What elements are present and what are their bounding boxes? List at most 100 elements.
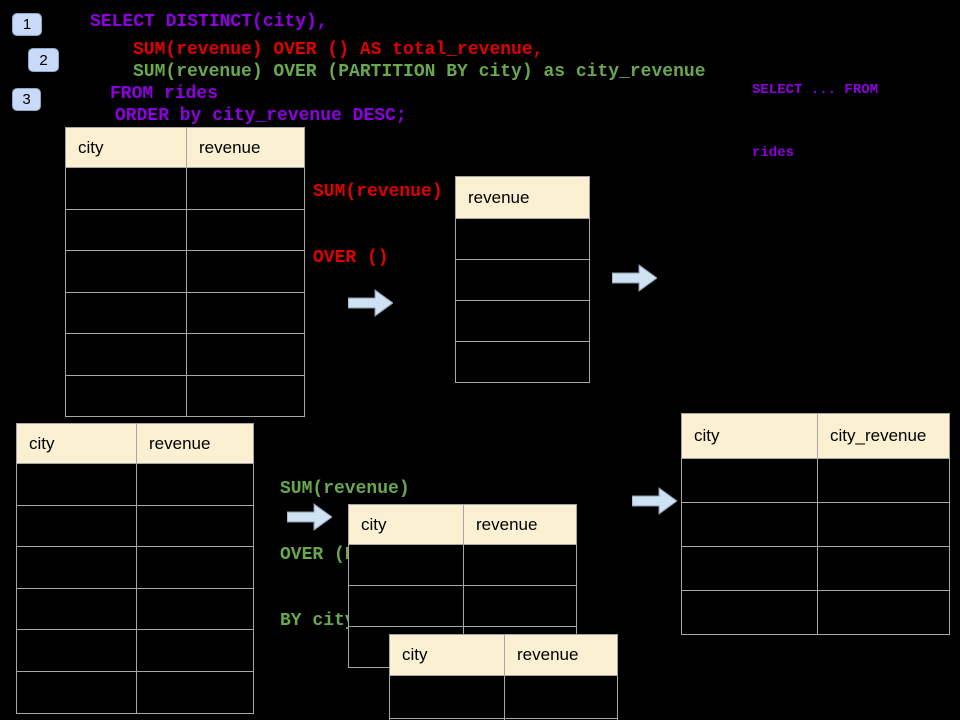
table-row [681,458,950,503]
table-header-row: city revenue [65,127,305,168]
table-cell-empty [348,544,464,586]
table-row [455,341,590,383]
table-row [348,544,577,586]
table-cell-empty [16,463,137,506]
step-badge-3: 3 [12,88,41,111]
table-cell-empty [16,587,137,631]
table-cell-empty [348,585,464,627]
arrow-total-output [612,264,657,292]
table-row [65,167,305,210]
table-row [389,718,618,720]
table-cell-empty [136,670,254,714]
table-cell-empty [186,374,305,417]
table-row [348,585,577,627]
table-cell-empty [186,167,305,210]
arrow-source-to-total [348,289,393,317]
table-cell-empty [16,670,137,714]
table-cell-empty [136,587,254,631]
column-header-city: city [65,127,187,168]
column-header-revenue: revenue [504,634,618,676]
sql-line-total-revenue: SUM(revenue) OVER () AS total_revenue, [133,40,544,60]
table-row [65,374,305,417]
table-city-result: city city_revenue [681,413,950,635]
table-row [681,502,950,547]
table-row [389,675,618,719]
table-source-top: city revenue [65,127,305,417]
table-row [65,208,305,251]
table-cell-empty [65,167,187,210]
column-header-city-revenue: city_revenue [817,413,950,459]
table-row [455,259,590,301]
arrow-right-icon [612,264,657,292]
arrow-right-icon [287,503,332,531]
column-header-revenue: revenue [136,423,254,464]
sql-line-order-by: ORDER by city_revenue DESC; [115,106,407,126]
table-cell-empty [186,208,305,251]
table-cell-empty [455,341,590,383]
table-cell-empty [681,502,818,547]
table-header-row: city revenue [348,504,577,545]
table-source-bottom: city revenue [16,423,254,714]
table-cell-empty [186,333,305,376]
table-cell-empty [186,291,305,334]
step-badge-2: 2 [28,48,59,72]
table-cell-empty [681,458,818,503]
column-header-revenue: revenue [186,127,305,168]
table-cell-empty [65,291,187,334]
arrow-right-icon [348,289,393,317]
table-cell-empty [389,675,505,719]
column-header-city: city [348,504,464,545]
side-sql-line-2: rides [752,145,795,161]
table-row [681,590,950,635]
column-header-revenue: revenue [463,504,577,545]
table-cell-empty [681,590,818,635]
table-row [16,504,254,548]
annotation-total-line-2: OVER () [313,248,389,268]
table-row [16,463,254,506]
table-cell-empty [65,250,187,293]
column-header-revenue: revenue [455,176,590,219]
table-row [65,333,305,376]
table-cell-empty [681,546,818,591]
sql-line-from: FROM rides [110,84,219,104]
arrow-partition-to-result [632,487,677,515]
table-cell-empty [16,546,137,589]
table-row [16,546,254,589]
table-row [65,250,305,293]
table-cell-empty [16,629,137,672]
table-cell-empty [136,504,254,548]
table-cell-empty [817,546,950,591]
table-row [16,629,254,672]
table-row [65,291,305,334]
sql-line-city-revenue: SUM(revenue) OVER (PARTITION BY city) as… [133,62,706,82]
table-cell-empty [136,629,254,672]
side-sql-line-1: SELECT ... FROM [752,82,879,98]
annotation-total-line-1: SUM(revenue) [313,182,443,202]
sql-line-select: SELECT DISTINCT(city), [90,12,328,32]
table-row [16,670,254,714]
table-cell-empty [186,250,305,293]
table-cell-empty [817,590,950,635]
table-header-row: city revenue [16,423,254,464]
table-row [681,546,950,591]
table-cell-empty [817,458,950,503]
table-cell-empty [16,504,137,548]
table-cell-empty [463,585,577,627]
side-sql-note: SELECT ... FROM rides [752,38,878,206]
column-header-city: city [681,413,818,459]
table-cell-empty [136,546,254,589]
table-row [455,300,590,342]
table-cell-empty [504,675,618,719]
table-cell-empty [463,544,577,586]
arrow-right-icon [632,487,677,515]
table-cell-empty [136,463,254,506]
column-header-city: city [389,634,505,676]
step-badge-1: 1 [12,13,42,36]
table-cell-empty [65,333,187,376]
table-cell-empty [65,208,187,251]
table-partition-overlay: city revenue [389,634,618,720]
table-cell-empty [455,218,590,260]
annotation-total-revenue: SUM(revenue) OVER () [313,137,443,313]
table-cell-empty [504,718,618,720]
